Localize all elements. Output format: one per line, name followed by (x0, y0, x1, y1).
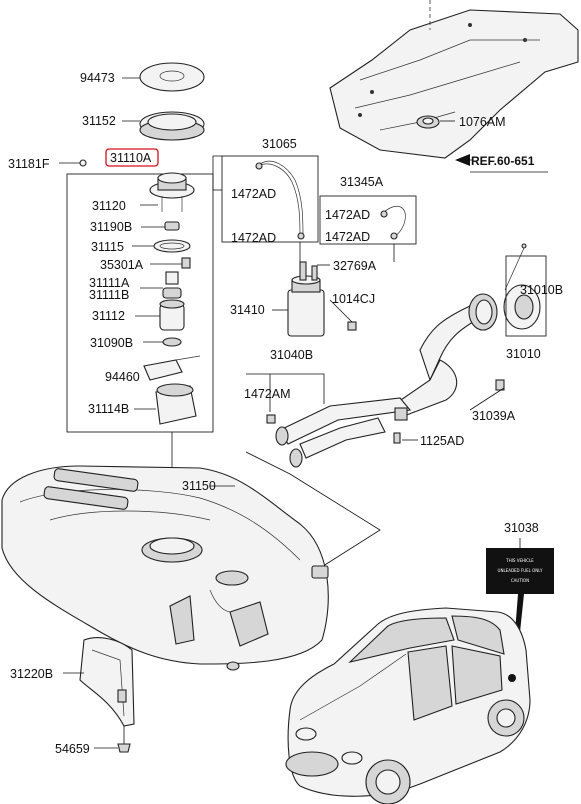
label-31010b: 31010B (520, 283, 563, 297)
label-31115: 31115 (91, 240, 124, 254)
fuel-tank (1, 465, 329, 671)
reference-label: REF.60-651 (471, 154, 535, 168)
label-1125ad: 1125AD (420, 434, 464, 448)
pump-assembly (66, 62, 214, 433)
car-illustration (285, 607, 531, 804)
vapor-system (212, 155, 417, 337)
label-31220b: 31220B (10, 667, 53, 681)
label-31181f: 31181F (8, 157, 50, 171)
label-1472ad-c: 1472AD (325, 208, 370, 222)
label-35301a: 35301A (100, 258, 144, 272)
label-31345a: 31345A (340, 175, 384, 189)
label-31039a: 31039A (472, 409, 516, 423)
decal-line-2: UNLEADED FUEL ONLY (498, 568, 543, 573)
label-31150: 31150 (182, 479, 216, 493)
label-31112: 31112 (92, 309, 125, 323)
label-31010: 31010 (506, 347, 541, 361)
highlight-box-31110a (105, 148, 159, 167)
label-31152: 31152 (82, 114, 116, 128)
label-94460: 94460 (105, 370, 140, 384)
floor-panel (329, 0, 579, 159)
leader-lines (59, 77, 505, 749)
decal-line-3: CAUTION (511, 578, 529, 583)
label-31190b: 31190B (90, 220, 132, 234)
label-1472am: 1472AM (244, 387, 291, 401)
label-1472ad-a: 1472AD (231, 187, 276, 201)
heat-shield (79, 637, 135, 753)
label-54659: 54659 (55, 742, 90, 756)
label-1472ad-b: 1472AD (231, 231, 276, 245)
label-31110a: 31110A (110, 151, 152, 165)
label-1472ad-d: 1472AD (325, 230, 370, 244)
label-31111a: 31111A (89, 276, 130, 290)
label-31111b: 31111B (89, 288, 129, 302)
label-31040b: 31040B (270, 348, 313, 362)
label-94473: 94473 (80, 71, 115, 85)
label-1076am: 1076AM (459, 115, 506, 129)
label-31038: 31038 (504, 521, 539, 535)
part-labels: 94473 31152 31181F 31110A 31120 31190B 3… (8, 71, 563, 756)
label-1014cj: 1014CJ (332, 292, 375, 306)
label-32769a: 32769A (333, 259, 377, 273)
label-31410: 31410 (230, 303, 265, 317)
label-31065: 31065 (262, 137, 297, 151)
label-31114b: 31114B (88, 402, 129, 416)
filler-neck (245, 243, 547, 569)
reference-callout: REF.60-651 (455, 154, 548, 173)
label-31120: 31120 (92, 199, 126, 213)
label-31090b: 31090B (90, 336, 133, 350)
decal-line-1: THIS VEHICLE (505, 558, 534, 563)
